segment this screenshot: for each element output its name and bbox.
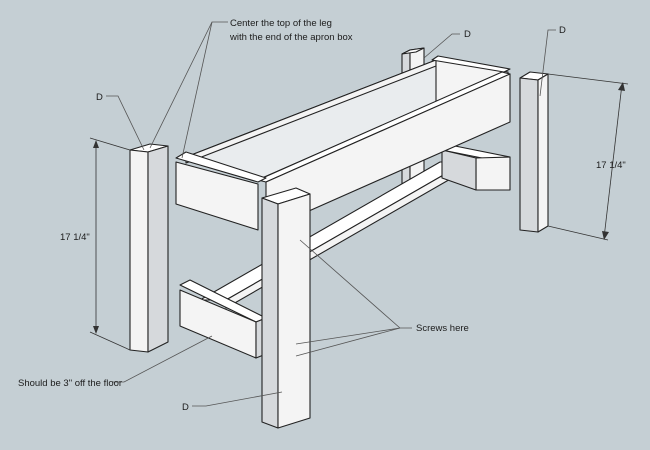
front-left-leg [129,143,169,353]
label-d-bottom: D [182,402,189,413]
dimension-right [547,73,629,241]
apron-box [175,55,511,231]
label-d-top-right: D [559,25,566,36]
floor-note: Should be 3" off the floor [18,378,122,389]
center-note-line1: Center the top of the leg [230,18,332,29]
dimension-left [89,137,131,351]
label-d-top-middle: D [464,29,471,40]
front-right-leg [519,71,549,233]
dimension-left-label: 17 1/4" [60,232,90,243]
left-foot-block [179,279,267,359]
front-middle-leg [261,187,311,429]
leader-lines [106,21,556,407]
right-foot-block [441,144,511,191]
dimension-right-label: 17 1/4" [596,160,626,171]
center-note-line2: with the end of the apron box [229,32,353,43]
screws-note: Screws here [416,323,469,334]
label-d-left: D [96,92,103,103]
